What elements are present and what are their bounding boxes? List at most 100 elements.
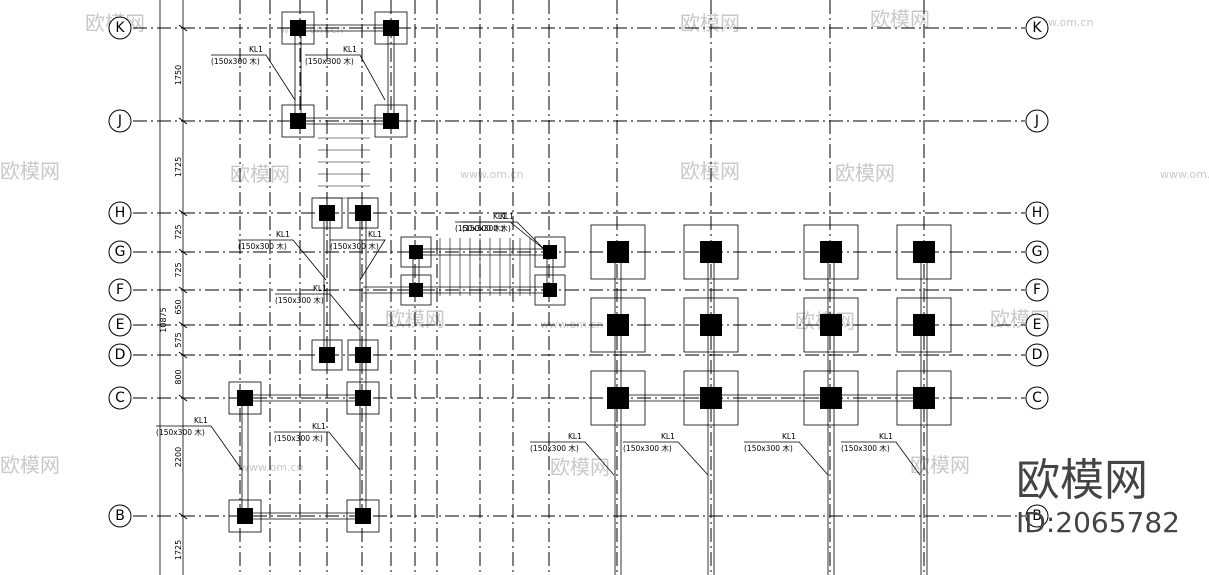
footing-pad [400,236,432,268]
footing-pad [347,197,379,229]
beam-label-name: KL1 [343,45,357,54]
beam-label-name: KL1 [313,284,327,293]
watermark-brand-faint: 欧模网 [680,11,740,35]
column [543,245,557,259]
beam-label-leader [744,441,829,476]
grid-bubble-h [108,201,132,225]
footing-pad [281,11,315,45]
beam-label: KL1(150x300 木) [156,416,243,471]
watermark-layer: 欧模网www.om.cn欧模网欧模网www.om.cn欧模网欧模网www.om.… [0,7,1209,479]
watermark-brand-faint: 欧模网 [230,162,290,186]
footing-pad [590,224,646,280]
grid-bubble-g [1025,240,1049,264]
column [355,347,371,363]
beam-label-name: KL1 [312,422,326,431]
beam-label: KL1(150x300 木) [744,432,829,476]
grid-bubble-c [108,386,132,410]
beam-label: KL1 (150x300 木) [455,212,546,251]
footing-pad [803,297,859,353]
beam-label-layer: KL1 (150x300 木) KL1 (150x300 木) KL1 (150x300 … [156,45,921,476]
beam-label: KL1 (150x300 木) [274,422,361,471]
footing-pad [400,274,432,306]
grid-bubble-j [108,109,132,133]
footing-pad [281,104,315,138]
watermark-brand-faint: 欧模网 [0,159,60,183]
footing-pad [803,224,859,280]
column-layer [228,11,952,533]
grid-bubble-label: D [1032,347,1043,363]
grid-bubble-j [1025,109,1049,133]
beam-label-size: (150x300 木) [455,223,504,233]
grid-bubble-label: B [115,508,125,524]
beam-label: KL1(150x300 木) [211,45,296,101]
grid-bubble-label: K [1032,20,1042,36]
grid-bubble-label: H [1032,205,1043,221]
grid-bubble-c [1025,386,1049,410]
beam-label: KL1(150x300 木) [623,432,709,476]
beam-label-leader [211,54,296,101]
column [607,241,629,263]
footing-pad [534,274,566,306]
grid-bubble-label: D [115,347,126,363]
grid-bubble-label: H [115,205,126,221]
column [607,387,629,409]
beam-label-leader [274,431,361,471]
dimension-tick [178,394,188,402]
grid-bubble-label: C [1032,390,1042,406]
column [543,283,557,297]
column [237,508,253,524]
dimension-tick [178,286,188,294]
dimension-value: 725 [174,224,183,239]
beam-label-size: (150x300 木) [156,427,205,437]
column [820,314,842,336]
grid-bubble-f [108,278,132,302]
beam-label-leader [238,239,327,281]
watermark-url: www.om.cn [460,168,523,181]
watermark-brand-faint: 欧模网 [0,453,60,477]
beam-label-leader [530,441,615,476]
footing-pad [534,236,566,268]
footing-pad [896,370,952,426]
watermark-brand-faint: 欧模网 [680,159,740,183]
beam-label-name: KL1 [493,212,507,221]
grid-bubble-f [1025,278,1049,302]
beam-label-size: (150x300 木) [330,241,379,251]
grid-bubble-k [108,16,132,40]
dimension-value: 1725 [174,157,183,177]
dimension-tick [178,248,188,256]
vertical-grid-lines [239,0,925,575]
grid-bubble-d [108,343,132,367]
column [290,113,306,129]
column [319,205,335,221]
beam-label-size: (150x300 木) [623,443,672,453]
column [409,245,423,259]
grid-bubble-b [1025,504,1049,528]
beam-label: KL1(150x300 木) [305,45,386,101]
beam-label-size: (150x300 木) [238,241,287,251]
column [290,20,306,36]
beam-label-leader [623,441,709,476]
stair-layer [318,137,531,296]
watermark-url: www.om.cn [1160,168,1209,181]
beam-label: KL1(150x300 木) [275,284,361,331]
column [700,387,722,409]
beam-label-size: (150x300 木) [530,443,579,453]
beam-label-leader [455,221,546,251]
grid-bubble-label: J [1034,113,1039,129]
column [237,390,253,406]
grid-bubble-label: K [115,20,125,36]
dimension-tick [178,24,188,32]
beam-label-name: KL1 [276,230,290,239]
grid-bubble-label: J [117,113,122,129]
beam-label-size: (150x300 木) [211,56,260,66]
beam-label-size: (150x300 木) [462,223,511,233]
grid-bubble-d [1025,343,1049,367]
watermark-logo: 欧模网 ID:2065782 [1016,455,1180,539]
beam-label-size: (150x300 木) [274,433,323,443]
dimension-value: 650 [174,299,183,314]
beam-label-leader [841,441,921,476]
footing-pad [683,370,739,426]
column [913,387,935,409]
beam-label-name: KL1 [568,432,582,441]
